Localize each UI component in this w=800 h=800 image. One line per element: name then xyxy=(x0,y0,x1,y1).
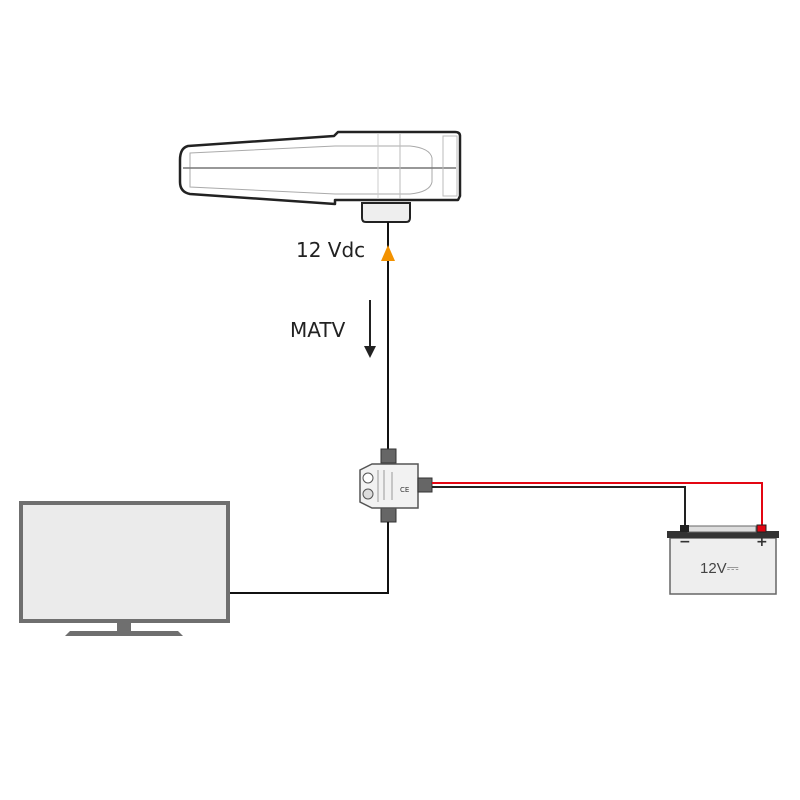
coax-injector-tv xyxy=(229,522,389,594)
power-arrow-icon xyxy=(381,245,395,261)
positive-wire xyxy=(432,482,763,528)
battery xyxy=(667,524,779,595)
television xyxy=(19,501,230,636)
svg-text:CE: CE xyxy=(400,486,409,494)
power-injector: CE xyxy=(359,448,433,523)
battery-negative-terminal-label: − xyxy=(679,534,691,550)
antenna-unit xyxy=(178,130,462,223)
signal-label: MATV xyxy=(290,318,346,342)
signal-down-arrow-icon xyxy=(364,300,376,358)
power-label: 12 Vdc xyxy=(296,238,366,262)
negative-wire xyxy=(432,486,686,528)
battery-positive-terminal-label: + xyxy=(756,534,768,550)
battery-voltage-label: 12V⎓ xyxy=(700,560,739,577)
